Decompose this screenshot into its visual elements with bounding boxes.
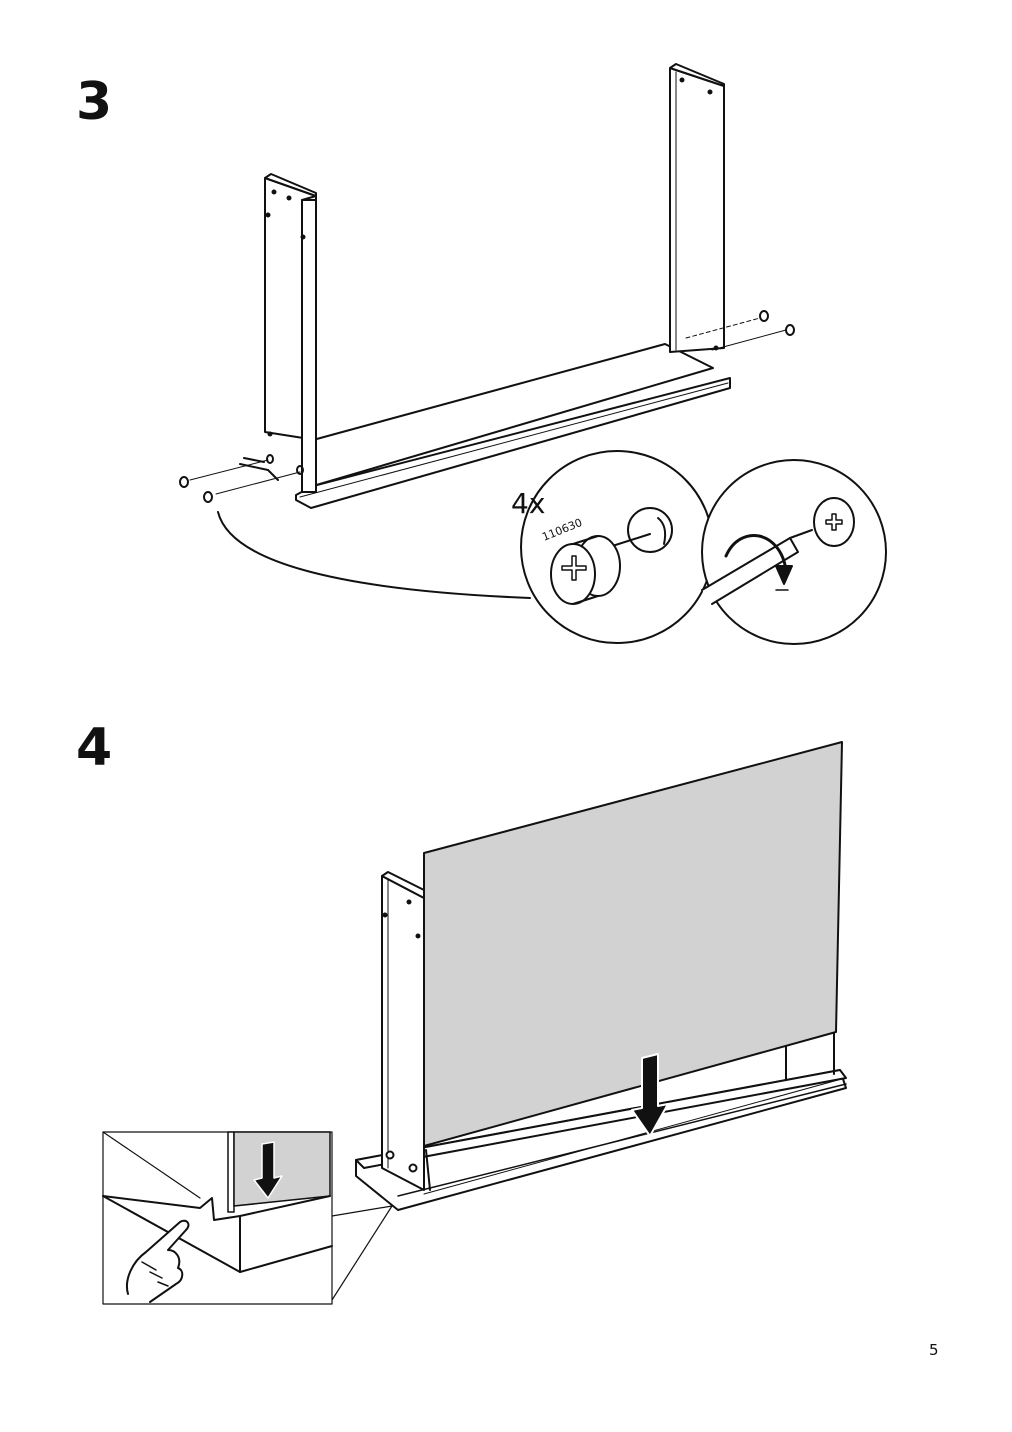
back-panel — [423, 741, 843, 1147]
screwdriver-icon — [701, 529, 813, 605]
pointing-hand-icon — [126, 1219, 190, 1303]
arrow-down-icon — [631, 1053, 669, 1137]
step-3-number: 3 — [76, 72, 113, 132]
base-board — [355, 1069, 847, 1211]
cam-lock-fitting-icon — [550, 535, 621, 605]
left-side-panel — [239, 173, 317, 493]
fitting-quantity: 4x — [511, 487, 545, 520]
cam-screws-left — [179, 454, 304, 503]
step-4-number: 4 — [76, 718, 113, 778]
right-side-panel — [669, 63, 725, 353]
side-panel — [381, 871, 425, 1191]
rotate-clockwise-icon — [724, 534, 793, 591]
cam-lock-detail — [520, 450, 714, 644]
page-number: 5 — [929, 1341, 939, 1359]
cam-screws-right — [685, 310, 795, 351]
step-3-illustration: 4x 110630 — [179, 63, 887, 645]
inset-detail — [102, 1131, 333, 1305]
rotate-detail — [701, 459, 887, 645]
step-4-illustration — [102, 741, 847, 1305]
